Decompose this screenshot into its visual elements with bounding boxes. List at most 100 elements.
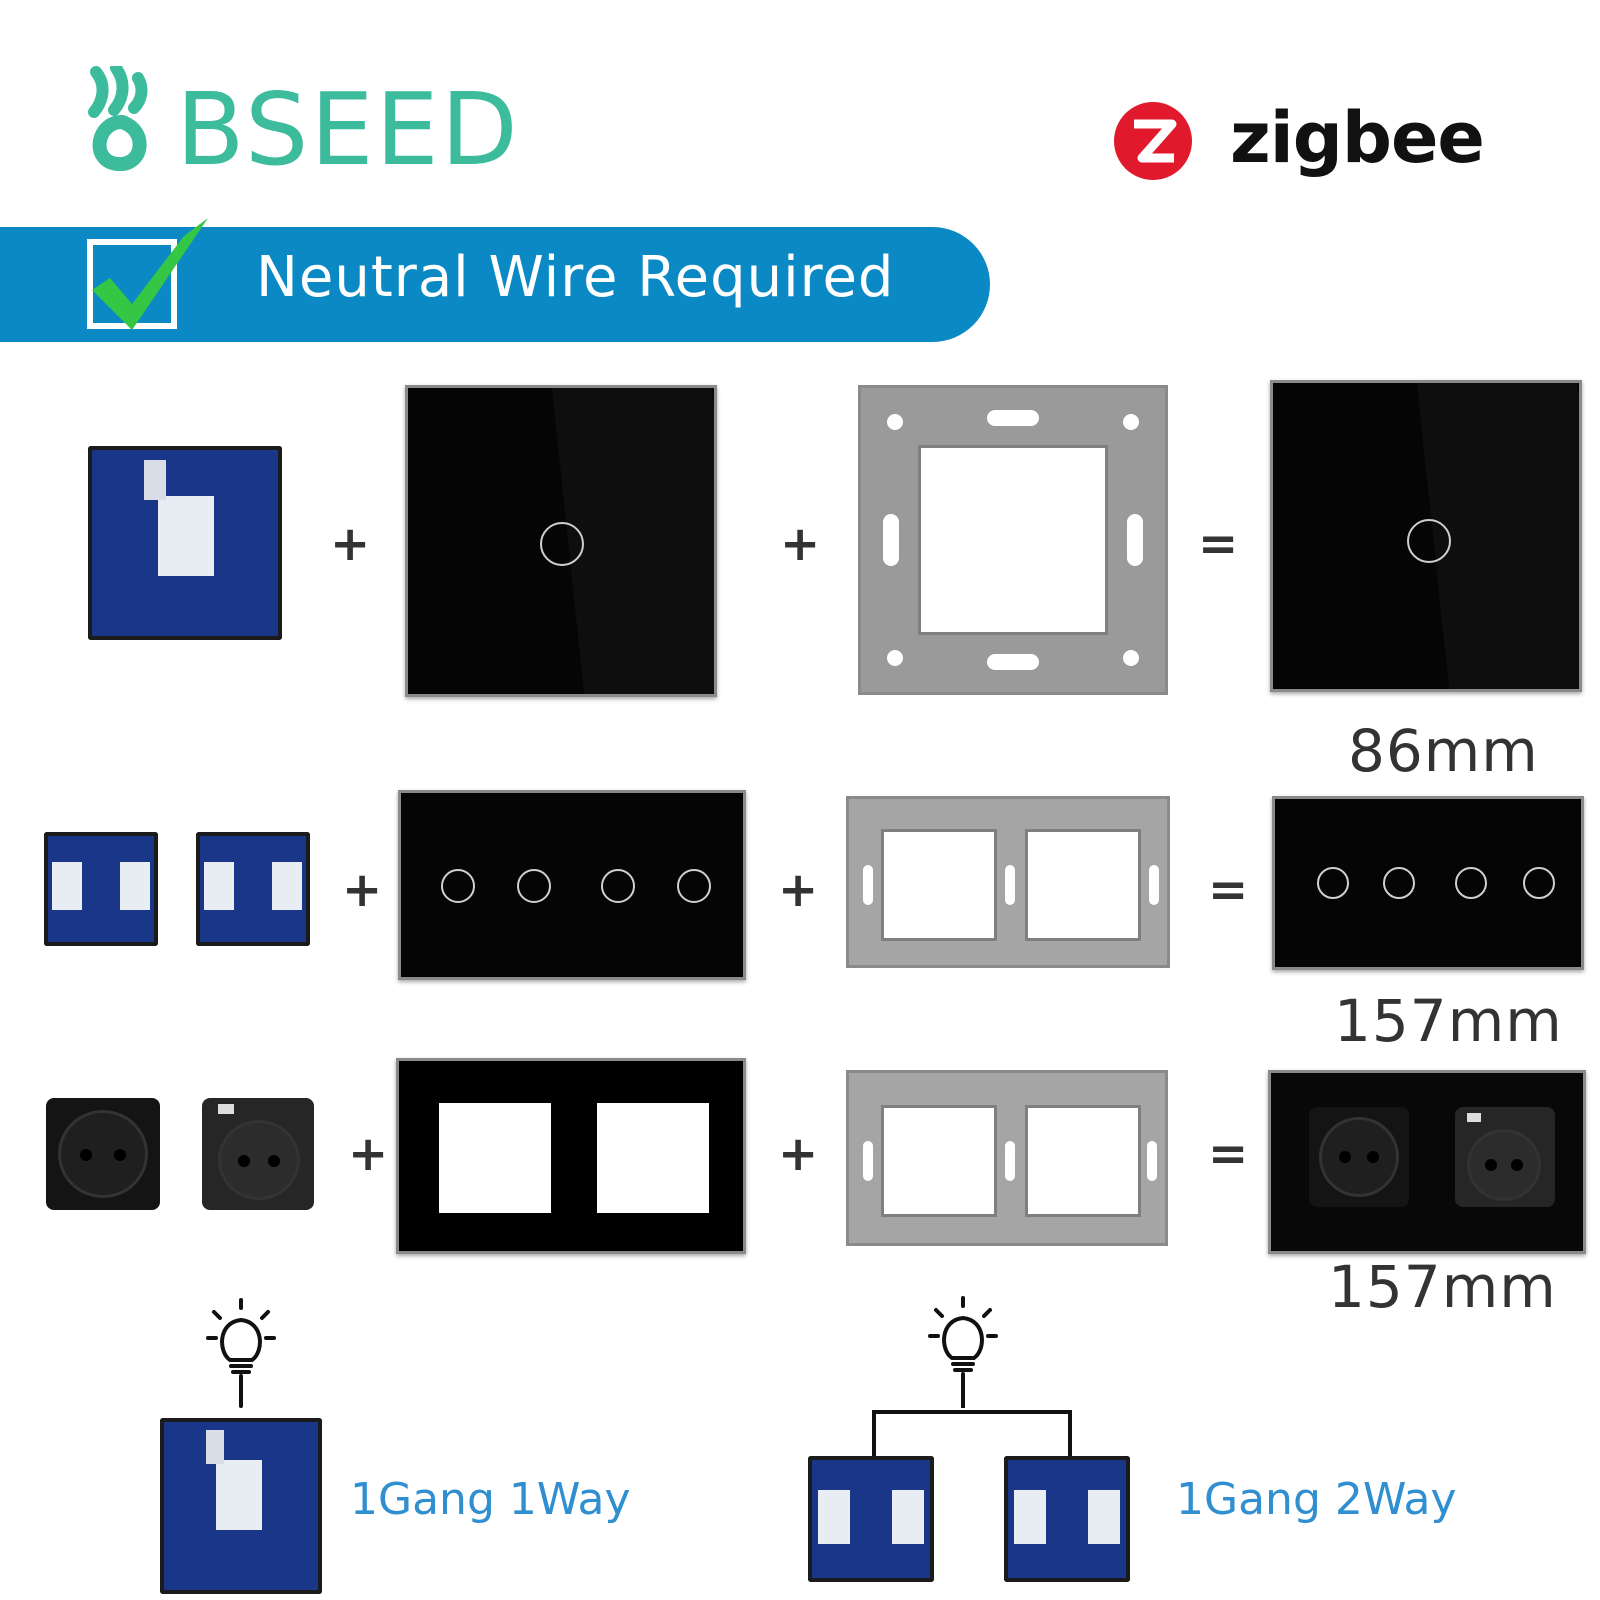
module-label [120, 862, 150, 910]
module-sticker [144, 460, 166, 500]
socket-module [46, 1098, 160, 1210]
module-label [272, 862, 302, 910]
module-edge [1004, 1456, 1130, 1582]
module-edge [808, 1456, 934, 1582]
module-sticker [206, 1430, 224, 1464]
frame-opening [1025, 1105, 1141, 1217]
frame-slot [863, 865, 873, 905]
touch-button [601, 869, 635, 903]
module-label [1014, 1490, 1046, 1544]
module-label [52, 862, 82, 910]
equals-sign: = [1208, 1126, 1249, 1182]
glass-panel-1gang [405, 385, 717, 697]
switch-module [808, 1456, 934, 1582]
socket-cup [58, 1110, 148, 1198]
equals-sign: = [1198, 516, 1239, 572]
module-edge [160, 1418, 322, 1594]
frame-slot [883, 514, 899, 566]
frame-slot [1149, 865, 1159, 905]
assembled-1gang [1270, 380, 1582, 692]
wiring-caption: 1Gang 1Way [350, 1474, 631, 1525]
frame-opening [881, 1105, 997, 1217]
checkbox-check-icon [84, 212, 214, 342]
frame-slot [1005, 1141, 1015, 1181]
frame-screw-hole [1123, 650, 1139, 666]
usb-port-icon [1467, 1113, 1481, 1122]
module-label [892, 1490, 924, 1544]
plus-sign: + [330, 516, 371, 572]
frame-slot [1147, 1141, 1157, 1181]
frame-slot [863, 1141, 873, 1181]
usb-port-icon [218, 1104, 234, 1114]
neutral-wire-banner [0, 227, 990, 342]
wiring-caption: 1Gang 2Way [1176, 1474, 1457, 1525]
touch-button [540, 522, 584, 566]
brand-leaf-icon [88, 66, 148, 171]
plus-sign: + [342, 862, 383, 918]
touch-button [677, 869, 711, 903]
frame-screw-hole [887, 650, 903, 666]
switch-module [160, 1418, 322, 1594]
switch-module [44, 832, 158, 946]
panel-cutout [439, 1103, 551, 1213]
light-bulb-icon [206, 1298, 276, 1408]
module-edge [44, 832, 158, 946]
frame-opening [1025, 829, 1141, 941]
banner-text: Neutral Wire Required [256, 245, 895, 310]
switch-module [88, 446, 282, 640]
socket-module [1309, 1107, 1409, 1207]
switch-module [1004, 1456, 1130, 1582]
panel-cutout [597, 1103, 709, 1213]
zigbee-wordmark: zigbee [1230, 97, 1485, 179]
frame-opening [918, 445, 1108, 635]
touch-button [1523, 867, 1555, 899]
socket-pin [1485, 1159, 1497, 1171]
socket-cup [1467, 1129, 1541, 1201]
plus-sign: + [348, 1126, 389, 1182]
size-label: 157mm [1328, 1253, 1557, 1321]
equals-sign: = [1208, 862, 1249, 918]
frame-slot [987, 410, 1039, 426]
socket-cup [218, 1120, 300, 1200]
brand-name: BSEED [176, 71, 520, 188]
plus-sign: + [780, 516, 821, 572]
glass-frame-double-cutout [396, 1058, 746, 1254]
mounting-frame-single [858, 385, 1168, 695]
wiring-connector-line [872, 1408, 1072, 1458]
switch-module [196, 832, 310, 946]
socket-pin [114, 1149, 126, 1161]
socket-pin [1367, 1151, 1379, 1163]
size-label: 157mm [1334, 987, 1563, 1055]
usb-socket-module [202, 1098, 314, 1210]
frame-slot [987, 654, 1039, 670]
frame-slot [1127, 514, 1143, 566]
touch-button [1317, 867, 1349, 899]
module-edge [88, 446, 282, 640]
frame-slot [1005, 865, 1015, 905]
brand-logo [82, 66, 472, 176]
frame-screw-hole [1123, 414, 1139, 430]
zigbee-logo-icon [1112, 100, 1194, 182]
size-label: 86mm [1348, 717, 1539, 785]
mounting-frame-double [846, 1070, 1168, 1246]
socket-pin [80, 1149, 92, 1161]
module-label [1088, 1490, 1120, 1544]
assembled-2frame-switch [1272, 796, 1584, 970]
socket-pin [1339, 1151, 1351, 1163]
touch-button [1383, 867, 1415, 899]
assembled-2frame-socket [1268, 1070, 1586, 1254]
touch-button [517, 869, 551, 903]
module-label [818, 1490, 850, 1544]
touch-button [441, 869, 475, 903]
socket-pin [268, 1155, 280, 1167]
usb-socket-module [1455, 1107, 1555, 1207]
module-edge [196, 832, 310, 946]
plus-sign: + [778, 862, 819, 918]
glass-panel-2frame-4button [398, 790, 746, 980]
socket-pin [1511, 1159, 1523, 1171]
plus-sign: + [778, 1126, 819, 1182]
touch-button [1407, 519, 1451, 563]
mounting-frame-double [846, 796, 1170, 968]
frame-opening [881, 829, 997, 941]
module-label [158, 496, 214, 576]
